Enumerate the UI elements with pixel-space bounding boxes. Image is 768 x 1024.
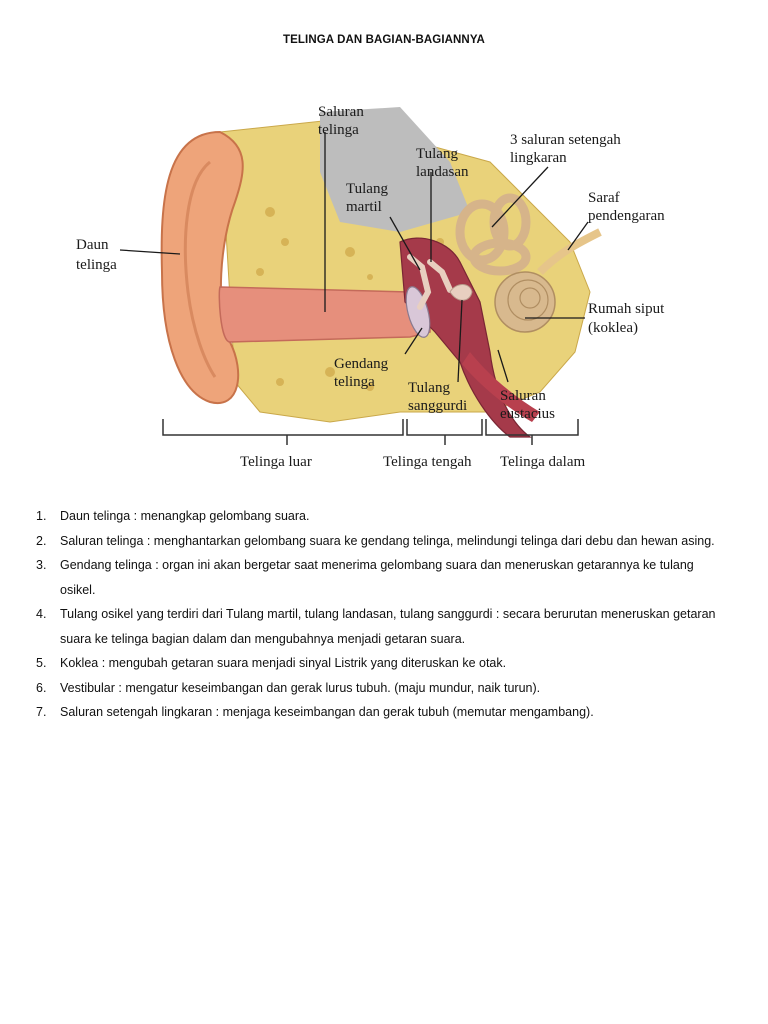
- page-title: TELINGA DAN BAGIAN-BAGIANNYA: [283, 34, 485, 46]
- stapes: [449, 284, 473, 301]
- list-item: 1.Daun telinga : menangkap gelombang sua…: [36, 509, 310, 523]
- leader-saluran-eustacius: [497, 349, 509, 383]
- section-telinga-luar: Telinga luar: [240, 454, 312, 470]
- label-tiga-saluran: 3 saluran setengah lingkaran: [510, 132, 625, 166]
- incus: [427, 259, 453, 293]
- label-saluran-eustacius: Saluran eustacius: [500, 388, 555, 422]
- bracket-telinga-tengah: [406, 419, 483, 445]
- leader-tulang-martil: [389, 216, 421, 271]
- pinna: [160, 130, 244, 405]
- section-telinga-dalam: Telinga dalam: [500, 454, 585, 470]
- label-tulang-martil: Tulang martil: [346, 181, 392, 215]
- bracket-telinga-dalam: [485, 419, 579, 445]
- label-saluran-telinga: Saluran telinga: [318, 104, 368, 138]
- semicircular-canals: [455, 193, 531, 276]
- pinna-fold: [183, 160, 217, 378]
- label-daun-telinga: Daun telinga: [76, 237, 117, 273]
- grey-area: [320, 107, 470, 232]
- ear-anatomy-illustration: Saluran telinga Tulang landasan 3 salura…: [76, 104, 668, 470]
- eustachian-tube: [462, 352, 540, 422]
- section-telinga-tengah: Telinga tengah: [383, 454, 472, 470]
- label-tulang-landasan: Tulang landasan: [416, 146, 469, 180]
- list-item: 2.Saluran telinga : menghantarkan gelomb…: [36, 533, 715, 548]
- list-item: 6.Vestibular : mengatur keseimbangan dan…: [36, 680, 541, 695]
- label-saraf: Saraf pendengaran: [588, 190, 665, 224]
- label-rumah-siput: Rumah siput (koklea): [588, 301, 668, 336]
- leader-daun-telinga: [119, 249, 181, 255]
- list-item: 3.Gendang telinga : organ ini akan berge…: [36, 558, 694, 597]
- label-tulang-sanggurdi: Tulang sanggurdi: [408, 380, 467, 414]
- ear-diagram: Saluran telinga Tulang landasan 3 salura…: [70, 92, 690, 482]
- list-item: 7.Saluran setengah lingkaran : menjaga k…: [36, 705, 594, 719]
- leader-tiga-saluran: [491, 166, 549, 228]
- explanation-list: 1.Daun telinga : menangkap gelombang sua…: [36, 504, 726, 725]
- label-gendang-telinga: Gendang telinga: [334, 356, 392, 390]
- leader-tulang-sanggurdi: [457, 299, 463, 383]
- list-item: 4.Tulang osikel yang terdiri dari Tulang…: [36, 607, 716, 646]
- leader-saraf: [567, 221, 589, 251]
- leader-gendang-telinga: [404, 327, 423, 355]
- list-item: 5.Koklea : mengubah getaran suara menjad…: [36, 656, 507, 670]
- bracket-telinga-luar: [162, 419, 404, 445]
- cochlea: [494, 271, 556, 333]
